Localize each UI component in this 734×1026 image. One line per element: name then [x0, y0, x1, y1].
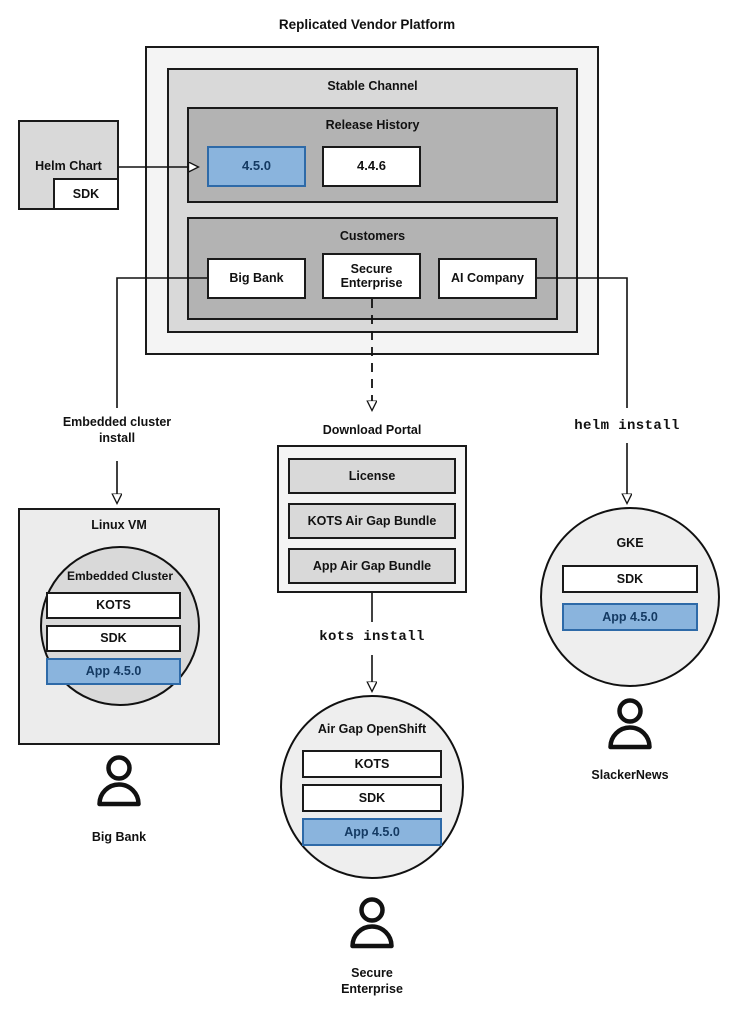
linux-vm-label: Linux VM: [91, 518, 147, 532]
release-4-4-6[interactable]: 4.4.6: [322, 146, 421, 187]
embedded-cluster-component-app[interactable]: App 4.5.0: [46, 658, 181, 685]
gke-component-sdk[interactable]: SDK: [562, 565, 698, 593]
gke-component-app[interactable]: App 4.5.0: [562, 603, 698, 631]
download-artifact-kots-air-gap-bundle[interactable]: KOTS Air Gap Bundle: [288, 503, 456, 539]
customers-label: Customers: [339, 229, 406, 243]
openshift-component-sdk[interactable]: SDK: [302, 784, 442, 812]
openshift-component-kots[interactable]: KOTS: [302, 750, 442, 778]
avatar-secure-enterprise: [345, 896, 399, 950]
air-gap-openshift-label: Air Gap OpenShift: [317, 722, 427, 736]
flow-label-embedded-cluster-install: Embedded cluster install: [62, 415, 172, 445]
gke-circle: [540, 507, 720, 687]
person-icon: [350, 897, 394, 949]
customer-secure-enterprise[interactable]: Secure Enterprise: [322, 253, 421, 299]
avatar-big-bank: [92, 754, 146, 808]
flow-label-helm-install: helm install: [574, 418, 680, 434]
flow-label-kots-install: kots install: [319, 629, 425, 645]
page-title: Replicated Vendor Platform: [278, 17, 456, 32]
stable-channel-label: Stable Channel: [327, 79, 418, 93]
person-icon: [608, 698, 652, 750]
user-label-big-bank: Big Bank: [91, 830, 147, 844]
user-label-slackernews: SlackerNews: [591, 768, 669, 782]
release-4-5-0[interactable]: 4.5.0: [207, 146, 306, 187]
gke-label: GKE: [616, 536, 644, 550]
download-artifact-app-air-gap-bundle[interactable]: App Air Gap Bundle: [288, 548, 456, 584]
download-portal-label: Download Portal: [322, 423, 422, 437]
avatar-slackernews: [603, 697, 657, 751]
customer-ai-company[interactable]: AI Company: [438, 258, 537, 299]
helm-chart-sdk-box[interactable]: SDK: [53, 178, 119, 210]
embedded-cluster-label: Embedded Cluster: [66, 569, 174, 583]
user-label-secure-enterprise: Secure Enterprise: [341, 966, 403, 996]
customer-big-bank[interactable]: Big Bank: [207, 258, 306, 299]
openshift-component-app[interactable]: App 4.5.0: [302, 818, 442, 846]
download-artifact-license[interactable]: License: [288, 458, 456, 494]
helm-chart-label: Helm Chart: [35, 159, 102, 173]
embedded-cluster-component-sdk[interactable]: SDK: [46, 625, 181, 652]
release-history-label: Release History: [325, 118, 420, 132]
person-icon: [97, 755, 141, 807]
embedded-cluster-component-kots[interactable]: KOTS: [46, 592, 181, 619]
